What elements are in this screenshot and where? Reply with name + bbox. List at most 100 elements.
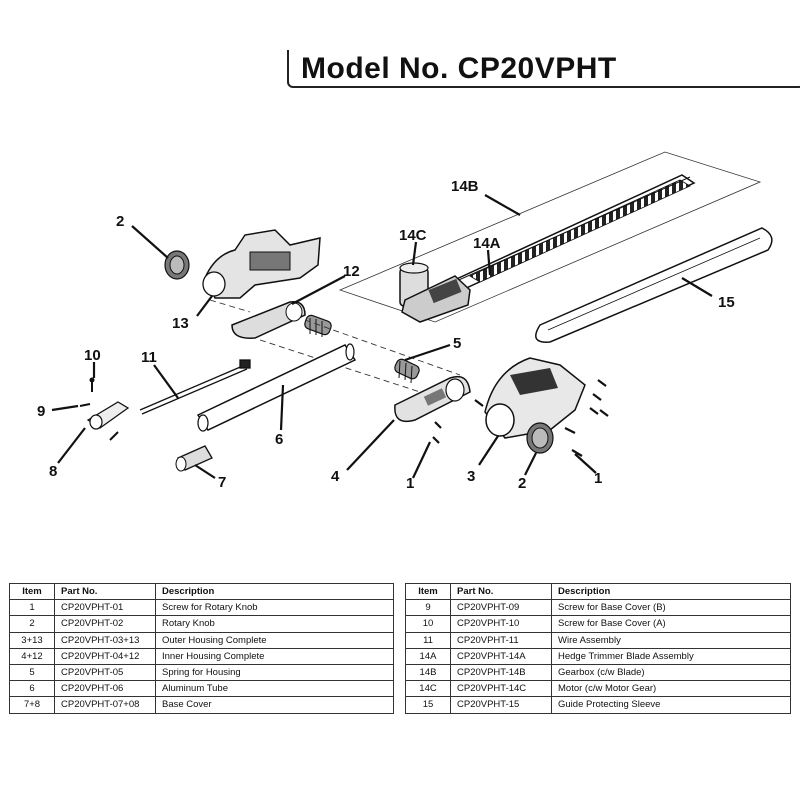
table-header-row: Item Part No. Description	[9, 582, 394, 601]
callout-leader-lines	[51, 194, 713, 479]
cell-desc: Aluminum Tube	[155, 680, 394, 698]
callout-5: 5	[453, 335, 461, 352]
callout-15: 15	[718, 294, 735, 311]
cell-part: CP20VPHT-04+12	[54, 647, 156, 665]
callout-13: 13	[172, 315, 189, 332]
cell-desc: Base Cover	[155, 696, 394, 714]
motor-gearbox	[399, 262, 471, 323]
inner-housing-12	[231, 301, 306, 339]
callout-9: 9	[37, 403, 45, 420]
cell-desc: Screw for Base Cover (A)	[551, 615, 791, 633]
callout-2-lower: 2	[518, 475, 526, 492]
callout-14b: 14B	[451, 178, 479, 195]
cell-part: CP20VPHT-09	[450, 599, 552, 617]
cell-part: CP20VPHT-10	[450, 615, 552, 633]
cell-item: 14C	[405, 680, 451, 698]
model-title-box: Model No. CP20VPHT	[287, 50, 800, 88]
cell-item: 4+12	[9, 647, 55, 665]
screws-rotary-knob	[432, 379, 609, 457]
cell-desc: Inner Housing Complete	[155, 647, 394, 665]
cell-item: 7+8	[9, 696, 55, 714]
cell-item: 2	[9, 615, 55, 633]
cell-item: 6	[9, 680, 55, 698]
cell-part: CP20VPHT-11	[450, 631, 552, 649]
cell-item: 5	[9, 663, 55, 682]
outer-housing-13	[202, 229, 321, 299]
cell-desc: Guide Protecting Sleeve	[551, 696, 791, 714]
cell-part: CP20VPHT-06	[54, 680, 156, 698]
aluminum-tube	[196, 343, 357, 432]
inner-housing-4	[394, 375, 471, 423]
cell-part: CP20VPHT-03+13	[54, 631, 156, 649]
header-part-no: Part No.	[54, 582, 156, 601]
callout-7: 7	[218, 474, 226, 491]
cell-part: CP20VPHT-01	[54, 599, 156, 617]
spring-for-housing	[394, 358, 420, 384]
cell-item: 10	[405, 615, 451, 633]
cell-item: 14A	[405, 647, 451, 665]
callout-3: 3	[467, 468, 475, 485]
cell-desc: Wire Assembly	[551, 631, 791, 649]
cell-desc: Gearbox (c/w Blade)	[551, 663, 791, 682]
cell-part: CP20VPHT-02	[54, 615, 156, 633]
cell-part: CP20VPHT-05	[54, 663, 156, 682]
callout-8: 8	[49, 463, 57, 480]
cell-part: CP20VPHT-07+08	[54, 696, 156, 714]
callout-1-left: 1	[406, 475, 414, 492]
cell-desc: Hedge Trimmer Blade Assembly	[551, 647, 791, 665]
cell-desc: Screw for Rotary Knob	[155, 599, 394, 617]
cell-desc: Outer Housing Complete	[155, 631, 394, 649]
base-cover-8	[86, 401, 130, 430]
base-cover-7	[175, 445, 213, 472]
outer-housing-3	[484, 357, 586, 439]
cell-item: 3+13	[9, 631, 55, 649]
exploded-parts-diagram: 2 13 12 14B 14C 14A 15 5 10 11 9 8 6 7 4…	[37, 151, 773, 492]
screw-base-cover-a	[89, 377, 95, 392]
rotary-knob-upper	[164, 250, 190, 280]
callout-2-upper: 2	[116, 213, 124, 230]
guide-protecting-sleeve	[535, 227, 773, 343]
cell-desc: Spring for Housing	[155, 663, 394, 682]
header-item: Item	[405, 582, 451, 601]
hedge-trimmer-blade	[448, 174, 696, 291]
wire-assembly	[109, 359, 251, 441]
cell-item: 1	[9, 599, 55, 617]
cell-item: 11	[405, 631, 451, 649]
callout-4: 4	[331, 468, 340, 485]
callout-12: 12	[343, 263, 360, 280]
callout-11: 11	[141, 349, 157, 366]
cell-item: 14B	[405, 663, 451, 682]
model-title: Model No. CP20VPHT	[301, 52, 617, 85]
cell-part: CP20VPHT-14A	[450, 647, 552, 665]
cell-part: CP20VPHT-15	[450, 696, 552, 714]
cell-desc: Screw for Base Cover (B)	[551, 599, 791, 617]
callout-14a: 14A	[473, 235, 501, 252]
cell-part: CP20VPHT-14B	[450, 663, 552, 682]
cell-part: CP20VPHT-14C	[450, 680, 552, 698]
header-description: Description	[551, 582, 791, 601]
screw-base-cover-b	[79, 403, 91, 407]
callout-6: 6	[275, 431, 283, 448]
callout-14c: 14C	[399, 227, 427, 244]
header-description: Description	[155, 582, 394, 601]
cell-item: 9	[405, 599, 451, 617]
table-header-row: Item Part No. Description	[405, 582, 791, 601]
cell-desc: Rotary Knob	[155, 615, 394, 633]
spring-upper	[304, 314, 332, 337]
